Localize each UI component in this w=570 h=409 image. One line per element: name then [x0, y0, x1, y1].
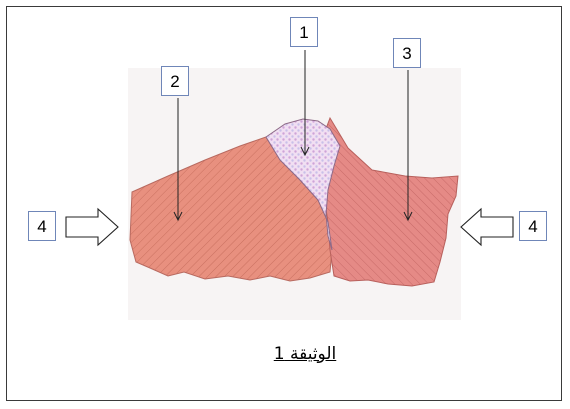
- pointer-head-3: [403, 211, 413, 222]
- central-intrusive-body: [265, 118, 341, 251]
- label-box-4-right: 4: [519, 211, 547, 241]
- compression-arrow-right: [460, 207, 514, 247]
- pointer-head-1: [300, 146, 310, 157]
- document-frame: [6, 6, 562, 401]
- compression-arrow-left: [65, 207, 119, 247]
- label-box-2: 2: [161, 66, 189, 96]
- left-rock-block: [129, 136, 333, 282]
- document-caption: الوثيقة 1: [273, 344, 337, 364]
- label-box-4-left: 4: [28, 211, 56, 241]
- pointer-head-2: [173, 211, 183, 222]
- label-box-3: 3: [393, 38, 421, 68]
- label-box-1: 1: [290, 17, 318, 47]
